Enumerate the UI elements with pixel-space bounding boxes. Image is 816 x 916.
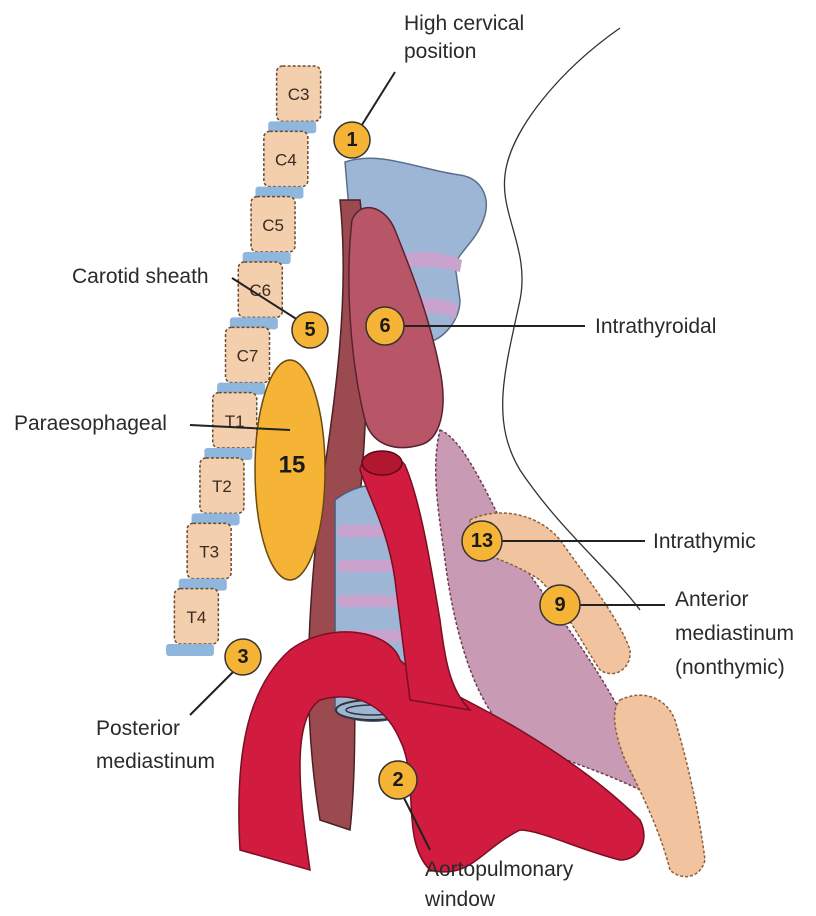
- badge-15: 15: [279, 452, 306, 479]
- label-anterior-line1: Anterior: [675, 588, 749, 611]
- label-carotid-sheath: Carotid sheath: [72, 265, 209, 288]
- vertebra-label: C4: [275, 151, 297, 170]
- vessel-opening: [362, 451, 402, 475]
- badge-5: 5: [292, 312, 328, 348]
- vertebra-label: T4: [186, 608, 206, 627]
- svg-text:3: 3: [237, 646, 248, 668]
- label-paraesophageal: Paraesophageal: [14, 412, 167, 435]
- vertebra-label: T2: [212, 477, 232, 496]
- badge-9: 9: [540, 585, 580, 625]
- badge-2: 2: [379, 761, 417, 799]
- leader-line-1: [360, 72, 395, 128]
- badge-13: 13: [462, 521, 502, 561]
- badge-1: 1: [334, 122, 370, 158]
- label-high-cervical-line2: position: [404, 40, 476, 63]
- badge-6: 6: [366, 307, 404, 345]
- label-anterior-line2: mediastinum: [675, 622, 794, 645]
- label-high-cervical-line1: High cervical: [404, 12, 524, 35]
- label-anterior-line3: (nonthymic): [675, 656, 785, 679]
- label-posterior-line2: mediastinum: [96, 750, 215, 773]
- vertebra-label: C5: [262, 216, 284, 235]
- svg-text:13: 13: [471, 530, 493, 552]
- vertebra-label: C7: [237, 347, 259, 366]
- intervertebral-disc: [166, 644, 214, 656]
- svg-text:1: 1: [346, 129, 357, 151]
- svg-text:15: 15: [279, 452, 306, 479]
- svg-text:6: 6: [379, 315, 390, 337]
- vertebra-label: T3: [199, 543, 219, 562]
- vertebra-label: C3: [288, 85, 310, 104]
- svg-text:9: 9: [554, 594, 565, 616]
- label-posterior-line1: Posterior: [96, 717, 180, 740]
- svg-text:5: 5: [304, 319, 315, 341]
- label-aortopulmonary-line1: Aortopulmonary: [425, 858, 574, 881]
- badge-3: 3: [225, 639, 261, 675]
- label-aortopulmonary-line2: window: [424, 888, 496, 911]
- svg-text:2: 2: [392, 769, 403, 791]
- label-intrathyroidal: Intrathyroidal: [595, 315, 716, 338]
- label-intrathymic: Intrathymic: [653, 530, 756, 553]
